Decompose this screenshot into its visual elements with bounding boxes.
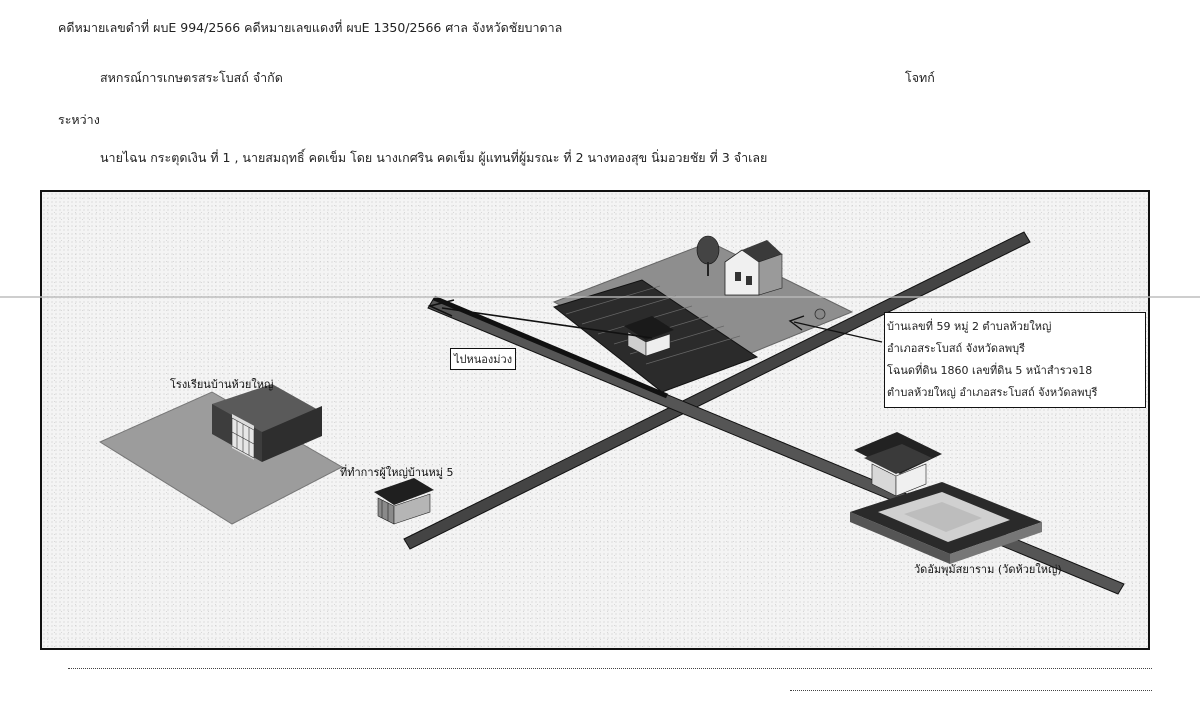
field-house [624,316,674,357]
location-map: โรงเรียนบ้านห้วยใหญ่ ที่ทำการผู้ใหญ่บ้าน… [40,190,1150,650]
temple [850,432,1042,564]
direction-sign: ไปหนองม่วง [450,348,517,370]
plaintiff-name: สหกรณ์การเกษตรสระโบสถ์ จำกัด [100,70,283,85]
tree [696,235,720,276]
between-label: ระหว่าง [58,112,100,127]
map-drawing [98,231,1125,595]
road-main [403,231,1031,550]
property-info-box: บ้านเลขที่ 59 หมู่ 2 ตำบลห้วยใหญ่ อำเภอส… [884,312,1146,408]
pointer-arrow [788,315,883,343]
plaintiff-role: โจทก์ [905,70,935,85]
main-house [724,240,783,296]
dotted-rule [790,690,1152,691]
property-info-line: อำเภอสระโบสถ์ จังหวัดลพบุรี [887,342,1025,355]
headman-office [374,478,434,525]
well [814,308,826,320]
property-info-line: ตำบลห้วยใหญ่ อำเภอสระโบสถ์ จังหวัดลพบุรี [887,386,1098,399]
direction-arrow [427,299,653,339]
property-info-line: โฉนดที่ดิน 1860 เลขที่ดิน 5 หน้าสำรวจ18 [887,364,1093,377]
defendants-line: นายไฉน กระตุดเงิน ที่ 1 , นายสมฤทธิ์ คดเ… [100,150,768,165]
dotted-rule [68,668,1152,669]
property-info-line: บ้านเลขที่ 59 หมู่ 2 ตำบลห้วยใหญ่ [887,320,1052,333]
case-number-line: คดีหมายเลขดำที่ ผบE 994/2566 คดีหมายเลขแ… [58,20,563,35]
school-ground [98,391,344,525]
headman-office-label: ที่ทำการผู้ใหญ่บ้านหมู่ 5 [340,466,454,479]
school-label: โรงเรียนบ้านห้วยใหญ่ [170,378,274,391]
road-cross-shadow [433,295,668,399]
temple-label: วัดอัมพุมัสยาราม (วัดห้วยใหญ่) [914,563,1062,576]
school-building [212,384,322,462]
scan-artifact-line [0,296,1200,298]
